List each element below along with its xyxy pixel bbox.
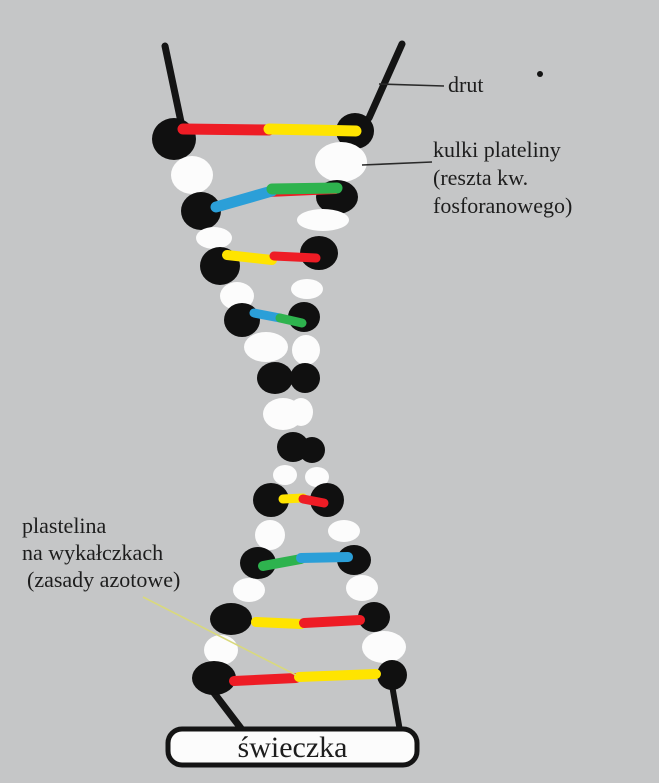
green-toothpick-rod xyxy=(275,313,307,328)
black-plasticine-ball xyxy=(210,603,252,635)
label-kulki-line2: (reszta kw. xyxy=(433,165,529,190)
red-toothpick-rod xyxy=(269,251,321,263)
wire xyxy=(365,40,406,122)
black-plasticine-ball xyxy=(224,303,260,337)
black-plasticine-ball xyxy=(358,602,390,632)
white-plasticine-ball xyxy=(315,142,367,182)
wire xyxy=(161,42,185,126)
plastelina-pointer-line xyxy=(142,596,297,676)
white-plasticine-ball xyxy=(220,282,254,310)
black-plasticine-ball xyxy=(257,362,293,394)
ink-dot xyxy=(537,71,543,77)
white-plasticine-ball xyxy=(255,520,285,550)
label-drut: drut xyxy=(448,72,484,97)
black-plasticine-ball xyxy=(253,483,289,517)
yellow-toothpick-rod xyxy=(263,123,362,137)
black-plasticine-ball xyxy=(192,661,236,695)
black-plasticine-ball xyxy=(299,437,325,463)
white-plasticine-ball xyxy=(233,578,265,602)
red-toothpick-rod xyxy=(298,494,329,508)
white-plasticine-ball xyxy=(362,631,406,663)
candle-base-box xyxy=(165,726,420,768)
red-toothpick-rod xyxy=(229,673,301,686)
white-plasticine-ball xyxy=(305,467,329,487)
black-plasticine-ball xyxy=(300,236,338,270)
white-plasticine-ball xyxy=(292,335,320,365)
label-kulki-line3: fosforanowego) xyxy=(433,193,573,218)
black-plasticine-ball xyxy=(181,192,221,230)
white-plasticine-ball xyxy=(273,465,297,485)
black-plasticine-ball xyxy=(240,547,276,579)
blue-toothpick-rod xyxy=(296,552,353,563)
white-plasticine-ball xyxy=(346,575,378,601)
label-plastelina-line3: (zasady azotowe) xyxy=(27,567,181,592)
label-kulki-line1: kulki plateliny xyxy=(433,137,561,162)
drut-pointer-line xyxy=(378,83,445,87)
white-plasticine-ball xyxy=(289,398,313,426)
white-plasticine-ball xyxy=(328,520,360,542)
yellow-toothpick-rod xyxy=(222,250,277,265)
white-plasticine-ball xyxy=(291,279,323,299)
yellow-toothpick-rod xyxy=(251,617,306,629)
red-toothpick-rod xyxy=(177,123,275,136)
label-plastelina-na-wykalczkach: plastelina na wykałczkach (zasady azotow… xyxy=(22,512,180,593)
blue-toothpick-rod xyxy=(210,185,278,213)
green-toothpick-rod xyxy=(258,554,306,571)
wire xyxy=(207,685,247,735)
white-plasticine-ball xyxy=(204,635,238,665)
black-plasticine-ball xyxy=(290,363,320,393)
label-plastelina-line1: plastelina xyxy=(22,513,107,538)
black-plasticine-ball xyxy=(377,660,407,690)
white-plasticine-ball xyxy=(244,332,288,362)
wire xyxy=(389,682,403,734)
red-toothpick-rod xyxy=(299,615,365,628)
label-swieczka: świeczka xyxy=(237,731,348,764)
label-plastelina-line2: na wykałczkach xyxy=(22,540,164,565)
white-plasticine-ball xyxy=(171,156,213,194)
white-plasticine-ball xyxy=(196,227,232,249)
white-plasticine-ball xyxy=(297,209,349,231)
label-kulki-plasteliny: kulki plateliny (reszta kw. fosforanoweg… xyxy=(433,136,572,220)
yellow-toothpick-rod xyxy=(294,669,381,682)
kulki-pointer-line xyxy=(361,161,433,166)
green-toothpick-rod xyxy=(266,182,343,195)
